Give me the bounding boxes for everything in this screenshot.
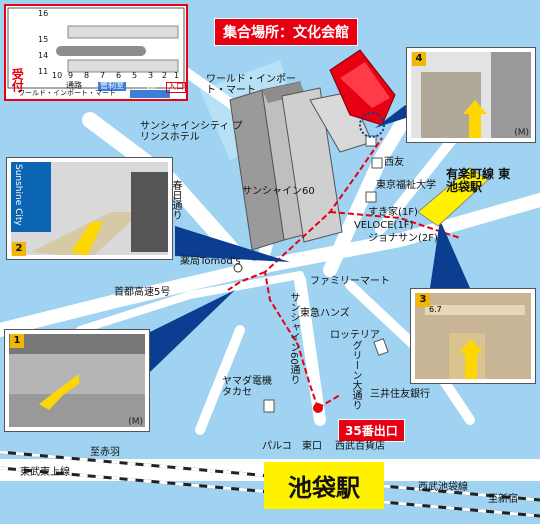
ikebukuro-station-label: 池袋駅 [264, 462, 384, 509]
sukiya-label: すき家(1F) [368, 207, 418, 218]
tobu-tojo-line-label: 東武東上線 [20, 467, 70, 478]
lotteria-label: ロッテリア [330, 330, 380, 341]
floor-number-3: 3 [148, 71, 154, 80]
floor-number-9: 9 [68, 71, 74, 80]
photo-2-number: 2 [12, 242, 26, 256]
floor-bottom-label: ワールド・インポート・マート [18, 89, 116, 97]
floor-plan-drawing [7, 7, 185, 98]
east-exit-label: 東口 [302, 441, 322, 452]
floor-number-2: 2 [162, 71, 168, 80]
family-mart-label: ファミリーマート [310, 276, 390, 287]
floor-number-15: 15 [38, 35, 49, 44]
sunshine-60-label: サンシャイン60 [242, 186, 315, 197]
photo-1-number: 1 [10, 334, 24, 348]
tomods-label: 薬局Tomod's [180, 256, 241, 267]
sunshine-buildings [229, 49, 396, 251]
photo-1-scene [9, 334, 145, 427]
shuto-expressway-label: 首都高速5号 [114, 287, 171, 298]
green-odori-label: グリーン大通り [350, 340, 361, 410]
floor-plan-inset: 16 15 14 11 10 9 8 7 6 5 3 2 1 受付 通路 管制室… [4, 4, 188, 101]
aisle-label: 通路 [66, 81, 82, 90]
photo-pointers [150, 100, 470, 372]
prince-hotel-building [281, 87, 343, 243]
floor-number-10: 10 [52, 71, 63, 80]
control-room-label: 管制室 [98, 81, 126, 91]
photo-4-scene [411, 52, 531, 138]
photo-2-sign: Sunshine City [13, 164, 23, 226]
photo-4: 4 (M) [406, 47, 536, 143]
seibu-line-label: 西武池袋線 [418, 482, 468, 493]
photo-2: Sunshine City 2 [6, 157, 173, 260]
photo-1: 1 (M) [4, 329, 150, 432]
yurakucho-line-label: 有楽町線 東池袋駅 [446, 167, 511, 195]
parco-label: パルコ [262, 441, 292, 452]
photo-1-mark: (M) [128, 417, 143, 427]
photo-3-scene [415, 293, 531, 379]
floor-number-1: 1 [174, 71, 180, 80]
sumitomo-bank-label: 三井住友銀行 [370, 389, 430, 400]
floor-number-14: 14 [38, 51, 49, 60]
prince-hotel-label: サンシャインシティ プリンスホテル [140, 121, 243, 143]
yurakucho-station-block [417, 167, 489, 227]
photo-4-number: 4 [412, 52, 426, 66]
floor-number-11: 11 [38, 67, 49, 76]
to-shinjuku-label: 至新宿 [488, 494, 518, 505]
floor-number-7: 7 [100, 71, 106, 80]
entrance-in-label: 入口 [166, 82, 186, 93]
seibu-dept-label: 西武百貨店 [335, 441, 385, 452]
tokyo-fukushi-label: 東京福祉大学 [376, 180, 436, 191]
photo-3-sign: 6.7 [429, 305, 442, 314]
exit-35-marker [313, 403, 323, 413]
yamada-label: ヤマダ電機 タカセ [222, 376, 272, 398]
wc-label: WC [146, 83, 160, 92]
exit-35-label: 35番出口 [338, 419, 405, 442]
floor-number-8: 8 [84, 71, 90, 80]
floor-number-5: 5 [132, 71, 138, 80]
tomods-marker [233, 263, 243, 273]
floor-number-6: 6 [116, 71, 122, 80]
photo-3-number: 3 [416, 293, 430, 307]
veloce-label: VELOCE(1F) [354, 220, 414, 231]
kasuga-dori-label: 春日通り [170, 180, 181, 220]
meeting-place-title: 集合場所：文化会館 [214, 18, 358, 46]
world-import-mart-label: ワールド・インポート・マート [206, 74, 296, 96]
entrance-label: 受付 [10, 68, 25, 92]
photo-3: 6.7 3 [410, 288, 536, 384]
jonathan-label: ジョナサン(2F) [368, 233, 438, 244]
photo-2-scene [11, 162, 168, 255]
tokyu-hands-label: 東急ハンズ [300, 308, 350, 319]
seiyu-label: 西友 [384, 157, 404, 168]
photo-4-mark: (M) [514, 128, 529, 138]
sunshine60-dori-label: サンシャイン60通り [288, 292, 299, 385]
to-akabane-label: 至赤羽 [90, 447, 120, 458]
landmark-squares [263, 135, 389, 413]
floor-number-16: 16 [38, 9, 49, 18]
